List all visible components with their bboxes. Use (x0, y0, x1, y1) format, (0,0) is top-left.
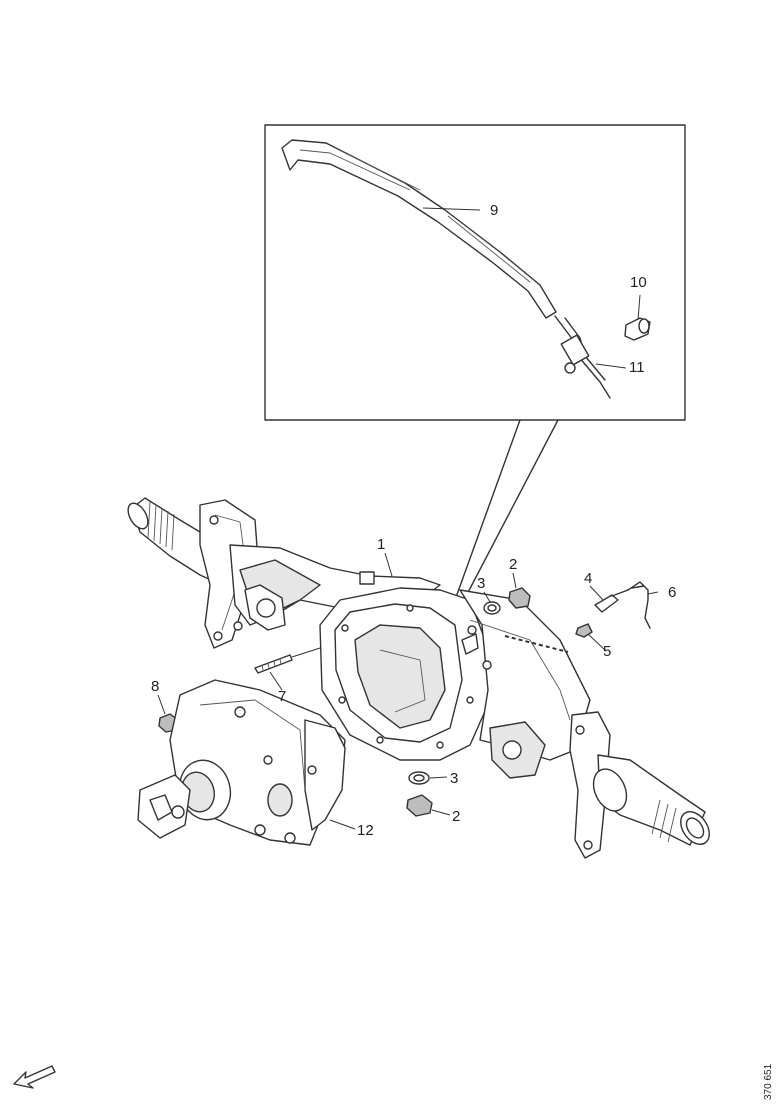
callout-9: 9 (490, 202, 498, 219)
plug-bottom (406, 794, 433, 817)
stud (254, 647, 321, 674)
callout-7: 7 (278, 688, 286, 705)
sensor-assembly (504, 581, 651, 653)
document-code: 370 651 (760, 1052, 774, 1102)
callout-5: 5 (603, 643, 611, 660)
document-code-text: 370 651 (763, 1063, 774, 1100)
callout-3-top: 3 (477, 575, 485, 592)
callout-1: 1 (377, 536, 385, 553)
callout-2-bottom: 2 (452, 808, 460, 825)
washer-bottom (408, 771, 430, 785)
leader-lines (157, 207, 659, 830)
callout-4: 4 (584, 570, 592, 587)
breather-fitting (624, 317, 651, 341)
callout-6: 6 (668, 584, 676, 601)
callout-11: 11 (629, 359, 645, 376)
axle-housing (127, 497, 710, 859)
hose-clip (554, 315, 611, 399)
callout-12: 12 (357, 822, 374, 839)
plug-top (508, 587, 531, 609)
callout-labels: 9 10 11 1 2 3 4 6 5 7 8 3 2 12 (151, 202, 676, 839)
differential-carrier (137, 679, 346, 846)
breather-pipe (281, 139, 557, 319)
washer-top (483, 601, 501, 615)
callout-2-top: 2 (509, 556, 517, 573)
callout-3-bottom: 3 (450, 770, 458, 787)
direction-arrow-icon (13, 1065, 56, 1089)
callout-8: 8 (151, 678, 159, 695)
detail-inset (264, 124, 686, 603)
callout-10: 10 (630, 274, 647, 291)
